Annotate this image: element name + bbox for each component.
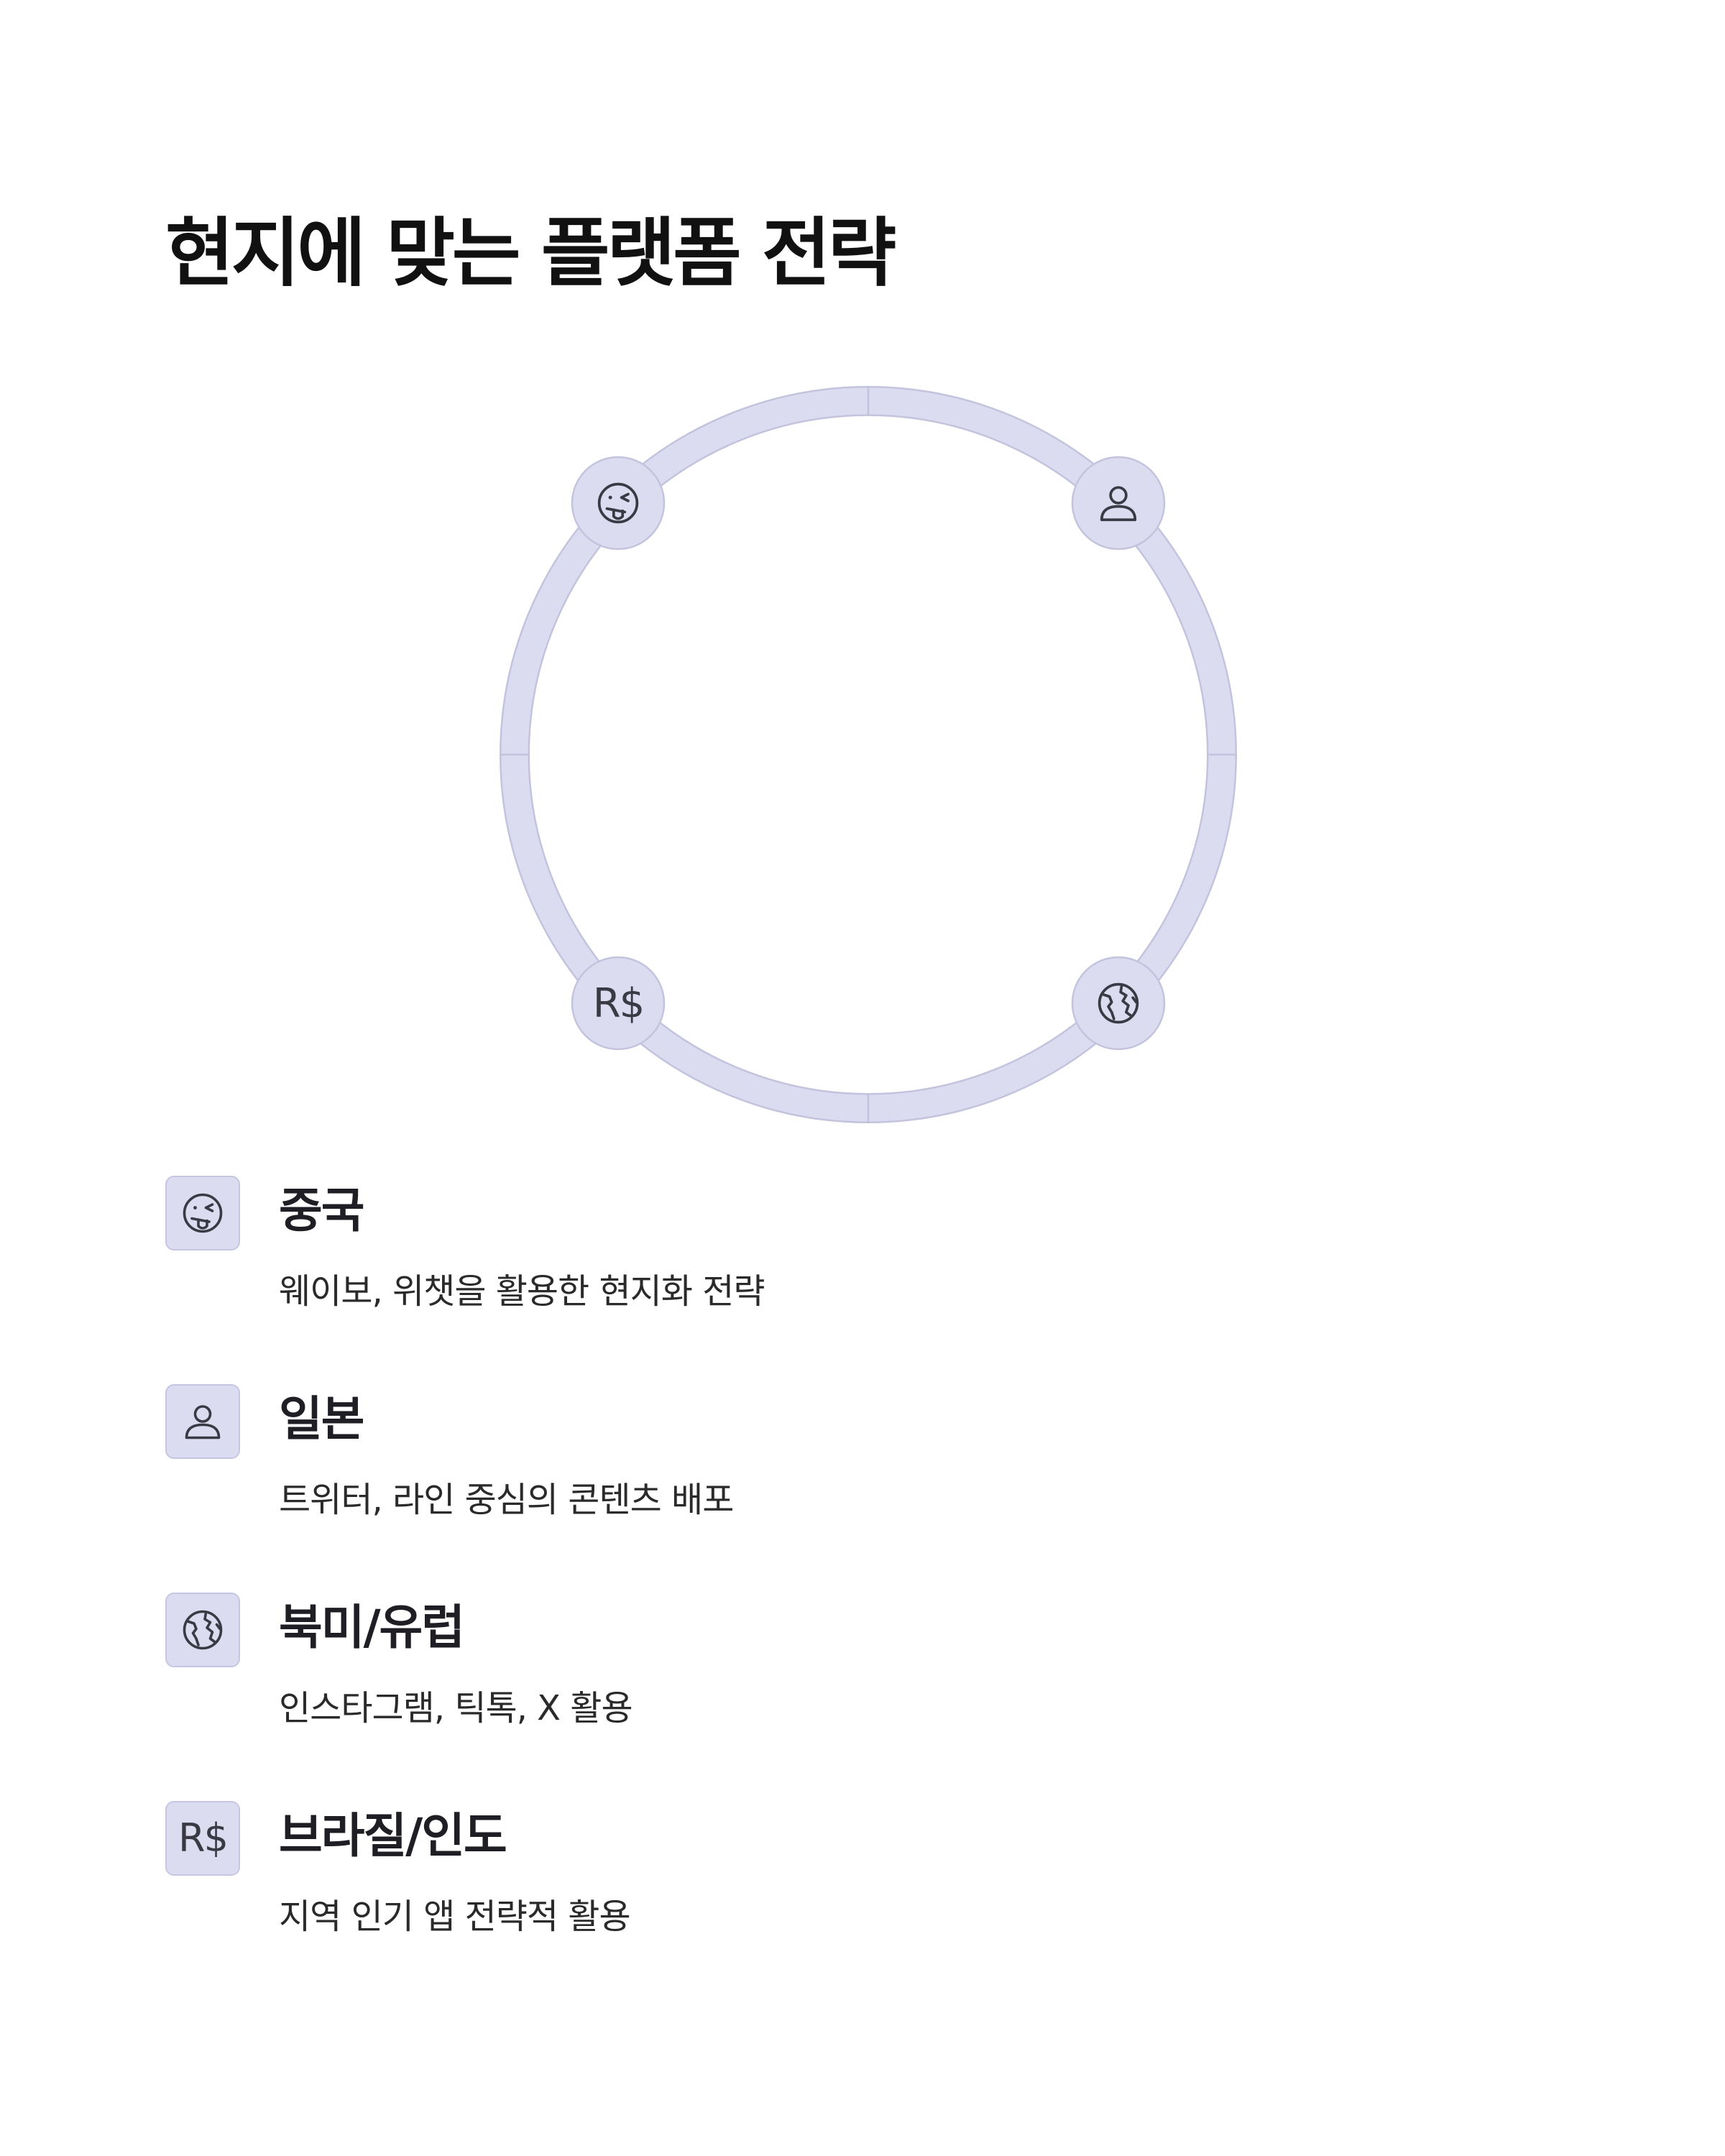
node-china [571,456,666,550]
tongue-face-icon [183,1193,223,1233]
currency-brl-icon: R$ [593,980,644,1027]
globe-icon [1098,982,1139,1024]
item-title: 북미/유럽 [279,1600,465,1655]
item-title: 일본 [279,1391,364,1447]
tongue-face-icon [597,482,639,524]
item-icon-box [165,1176,240,1250]
globe-icon [183,1610,223,1650]
region-list: 중국 웨이보, 위챗을 활용한 현지화 전략 일본 트위터, 라인 중심의 콘텐… [165,1176,1531,2009]
user-icon [1100,486,1137,522]
page-title: 현지에 맞는 플랫폼 전략 [165,209,896,297]
node-japan [1071,456,1166,550]
item-icon-box [165,1593,240,1667]
item-title: 중국 [279,1183,364,1238]
cycle-diagram: R$ [500,386,1237,1123]
item-description: 트위터, 라인 중심의 콘텐츠 배포 [279,1480,734,1520]
item-description: 지역 인기 앱 전략적 활용 [279,1897,631,1937]
list-item: R$ 브라질/인도 지역 인기 앱 전략적 활용 [165,1801,1531,2009]
item-title: 브라질/인도 [279,1808,507,1864]
ring-dividers [500,387,1236,1123]
currency-brl-icon: R$ [178,1815,229,1861]
list-item: 북미/유럽 인스타그램, 틱톡, X 활용 [165,1593,1531,1801]
item-description: 인스타그램, 틱톡, X 활용 [279,1688,633,1728]
item-description: 웨이보, 위챗을 활용한 현지화 전략 [279,1271,765,1312]
item-icon-box [165,1384,240,1459]
user-icon [185,1405,221,1439]
node-brazil-india: R$ [571,956,666,1051]
node-na-europe [1071,956,1166,1051]
list-item: 중국 웨이보, 위챗을 활용한 현지화 전략 [165,1176,1531,1384]
list-item: 일본 트위터, 라인 중심의 콘텐츠 배포 [165,1384,1531,1593]
item-icon-box: R$ [165,1801,240,1876]
